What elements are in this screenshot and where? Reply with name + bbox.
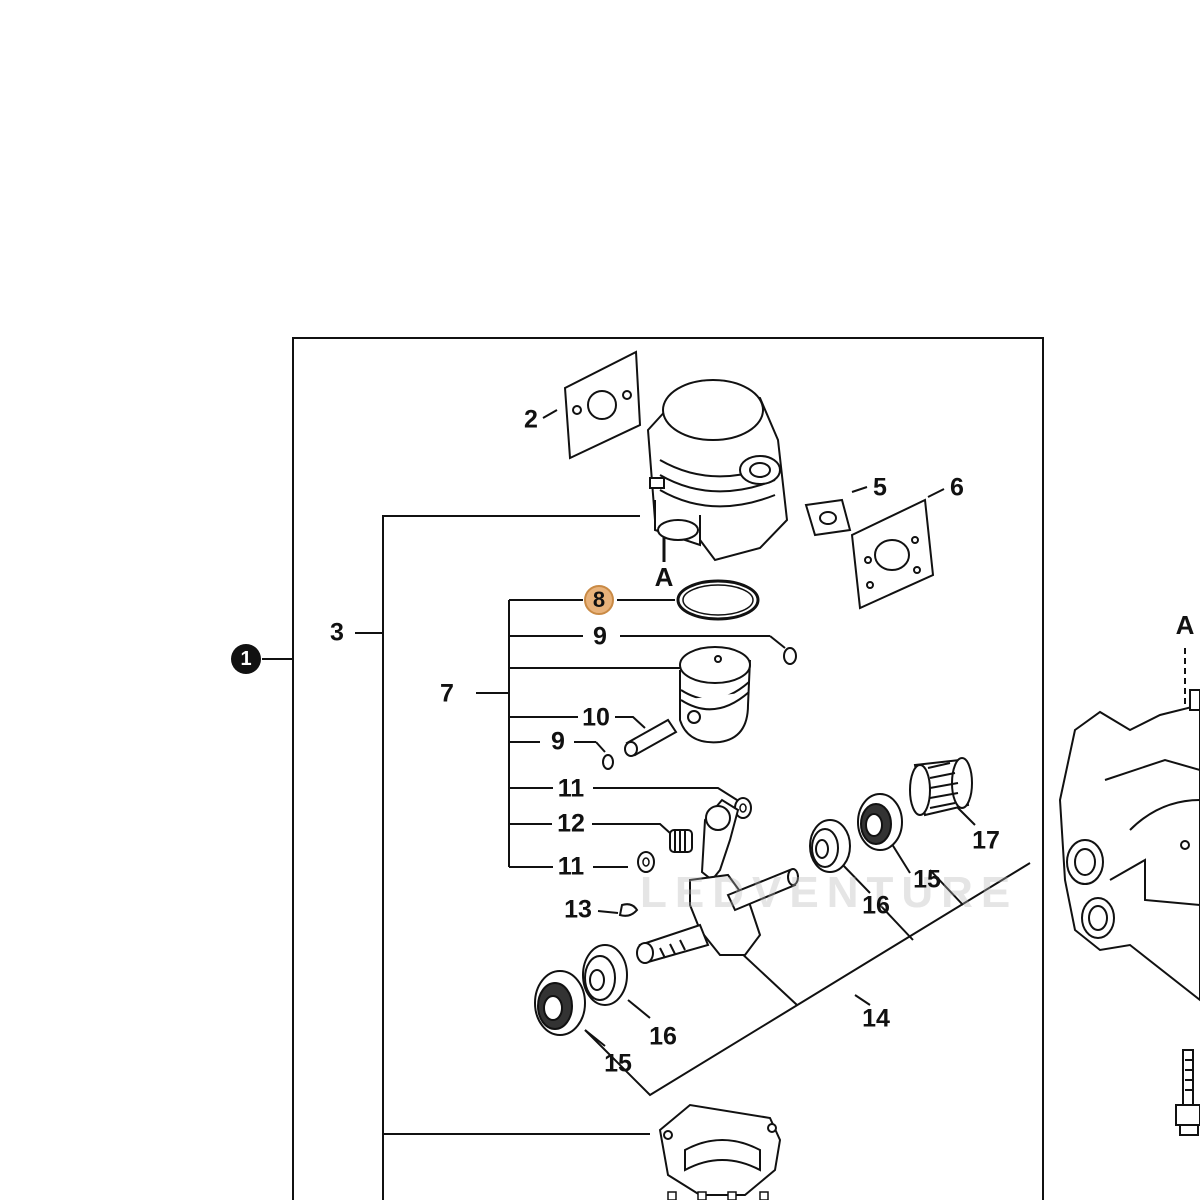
screw-row: [667, 1191, 769, 1200]
section-mark-a-cylinder: A: [654, 562, 674, 592]
intake-gasket-large-shape: [850, 498, 935, 610]
seal-right-shape: [857, 793, 903, 851]
callout-washer-upper: 11: [557, 774, 585, 803]
callout-seal-left: 15: [604, 1049, 632, 1078]
bolt-shape: [1175, 1049, 1200, 1136]
section-mark-a-crankcase: A: [1175, 610, 1195, 640]
seal-left-shape: [534, 970, 586, 1036]
callout-bearing-left: 16: [649, 1022, 677, 1051]
cylinder-shape: [646, 379, 789, 562]
callout-washer-lower: 11: [557, 852, 585, 881]
callout-spring: 17: [972, 826, 1000, 855]
crankcase-shape: [1058, 689, 1200, 1002]
cylinder-gasket-shape: [563, 350, 642, 460]
needle-bearing-shape: [669, 829, 693, 853]
intake-gasket-small-shape: [804, 498, 852, 537]
callout-circlip-upper: 9: [593, 622, 607, 651]
callout-piston-kit: 7: [440, 679, 454, 708]
callout-circlip-lower: 9: [551, 727, 565, 756]
frame-border: [292, 337, 1044, 1200]
piston-ring-shape: [676, 579, 760, 621]
callout-piston-pin: 10: [582, 703, 610, 732]
callout-piston-ring-highlighted[interactable]: 8: [584, 585, 614, 615]
callout-intake-gasket-large: 6: [950, 473, 964, 502]
callout-gasket: 2: [524, 405, 538, 434]
callout-crankshaft: 14: [862, 1004, 890, 1033]
callout-cylinder-kit: 3: [330, 618, 344, 647]
crankcase-half-shape: [658, 1103, 782, 1196]
callout-intake-gasket-small: 5: [873, 473, 887, 502]
piston-shape: [679, 646, 751, 744]
watermark: LEDVENTURE: [640, 868, 1019, 917]
callout-needle-bearing: 12: [557, 809, 585, 838]
main-assembly-badge[interactable]: 1: [231, 644, 261, 674]
spring-shape: [909, 757, 973, 817]
callout-bearing-right: 16: [862, 891, 890, 920]
bearing-left-shape: [582, 944, 628, 1006]
callout-seal-right: 15: [913, 865, 941, 894]
bearing-right-shape: [809, 819, 851, 873]
callout-woodruff-key: 13: [564, 895, 592, 924]
piston-pin-shape: [624, 718, 678, 757]
crankshaft-shape: [636, 798, 799, 964]
